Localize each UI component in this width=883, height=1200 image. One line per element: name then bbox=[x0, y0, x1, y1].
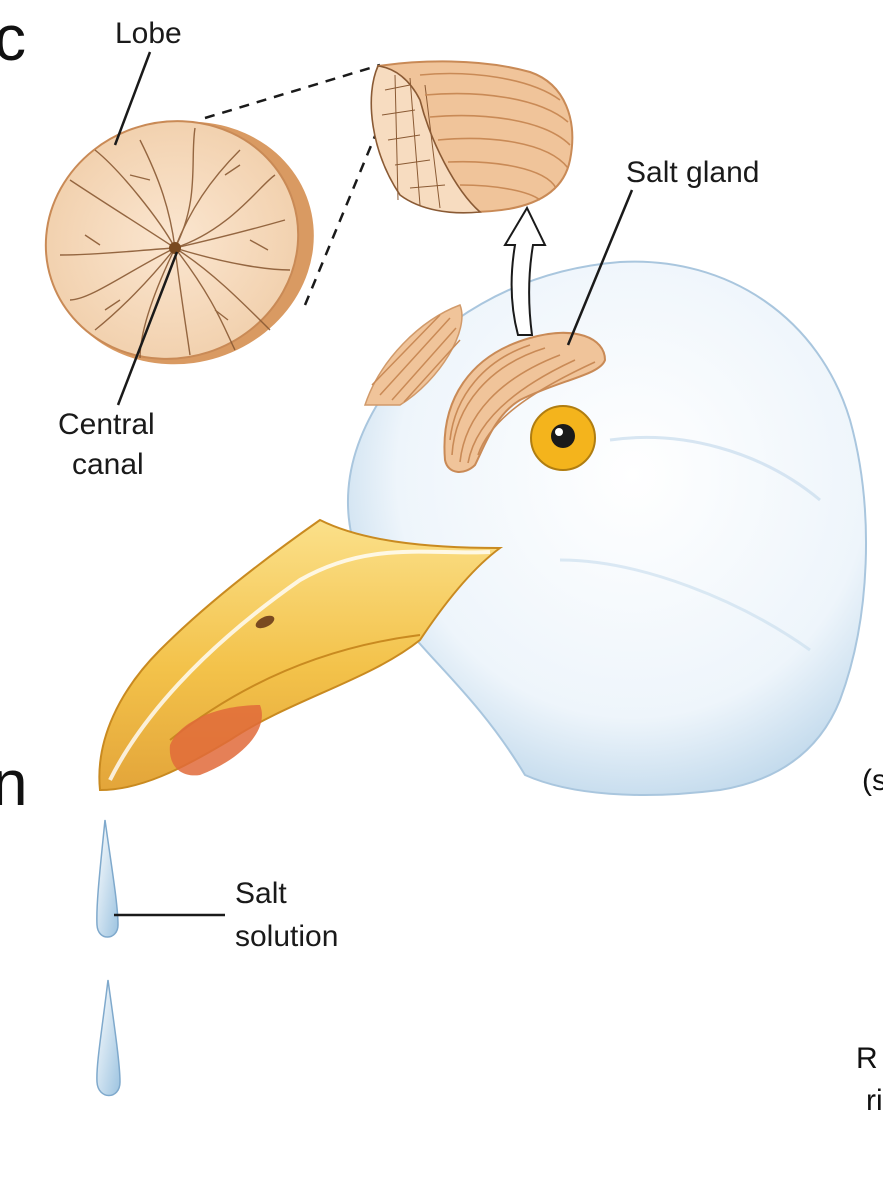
leader-central-canal bbox=[116, 251, 179, 406]
lobe-disk bbox=[44, 120, 314, 365]
edge-fragment-ri: ri bbox=[866, 1084, 883, 1117]
label-salt-solution-line2: solution bbox=[235, 920, 338, 953]
edge-fragment-s: (s bbox=[862, 764, 883, 797]
label-central-canal-line2: canal bbox=[72, 448, 144, 481]
lobe-section-enlarged bbox=[370, 60, 574, 214]
beak-red-spot bbox=[169, 705, 262, 776]
eye bbox=[530, 405, 596, 471]
leader-lobe bbox=[113, 51, 152, 146]
rear-salt-gland bbox=[363, 304, 463, 406]
edge-fragment-c: c bbox=[0, 2, 26, 74]
label-salt-gland: Salt gland bbox=[626, 156, 759, 189]
label-salt-solution-line1: Salt bbox=[235, 877, 287, 910]
dashed-connector-top bbox=[204, 63, 381, 120]
salt-droplet-upper bbox=[96, 819, 119, 938]
edge-fragment-r: R bbox=[856, 1042, 878, 1075]
beak bbox=[98, 518, 504, 792]
label-central-canal-line1: Central bbox=[58, 408, 155, 441]
salt-gland bbox=[443, 331, 607, 473]
upward-arrow bbox=[503, 205, 547, 336]
leader-salt-gland bbox=[566, 189, 634, 346]
label-lobe: Lobe bbox=[115, 17, 182, 50]
edge-fragment-n: n bbox=[0, 747, 28, 819]
salt-droplet-lower bbox=[96, 979, 121, 1097]
